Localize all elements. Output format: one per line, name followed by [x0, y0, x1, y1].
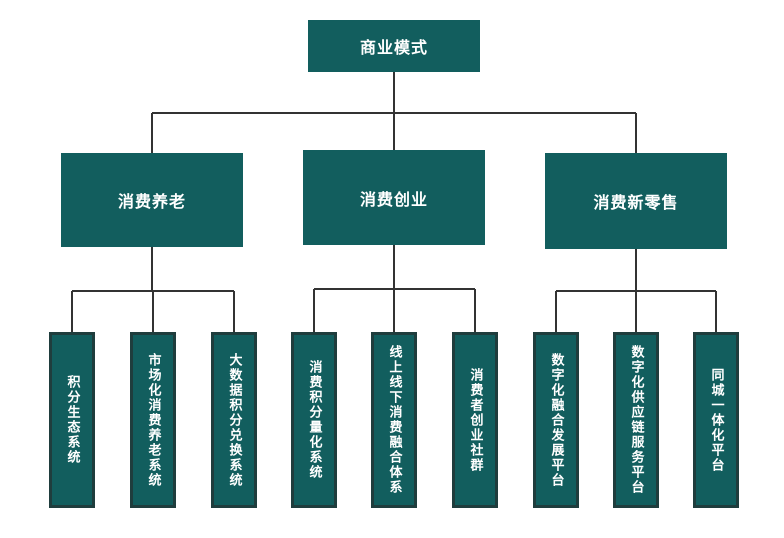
leaf-node-big-data-points-exchange: 大数据积分兑换系统: [211, 332, 257, 508]
leaf-node-points-ecosystem: 积分生态系统: [49, 332, 95, 508]
leaf-node-consumer-startup-community: 消费者创业社群: [452, 332, 498, 508]
branch-node-consumer-entrepreneurship: 消费创业: [303, 150, 485, 245]
leaf-node-points-quantification: 消费积分量化系统: [291, 332, 337, 508]
root-node-business-model: 商业模式: [308, 20, 480, 72]
leaf-node-market-pension-system: 市场化消费养老系统: [130, 332, 176, 508]
leaf-node-online-offline-fusion: 线上线下消费融合体系: [371, 332, 417, 508]
branch-node-consumer-new-retail: 消费新零售: [545, 153, 727, 249]
leaf-node-digital-supply-chain-platform: 数字化供应链服务平台: [613, 332, 659, 508]
leaf-node-same-city-platform: 同城一体化平台: [693, 332, 739, 508]
leaf-node-digital-fusion-platform: 数字化融合发展平台: [533, 332, 579, 508]
branch-node-consumer-pension: 消费养老: [61, 153, 243, 247]
